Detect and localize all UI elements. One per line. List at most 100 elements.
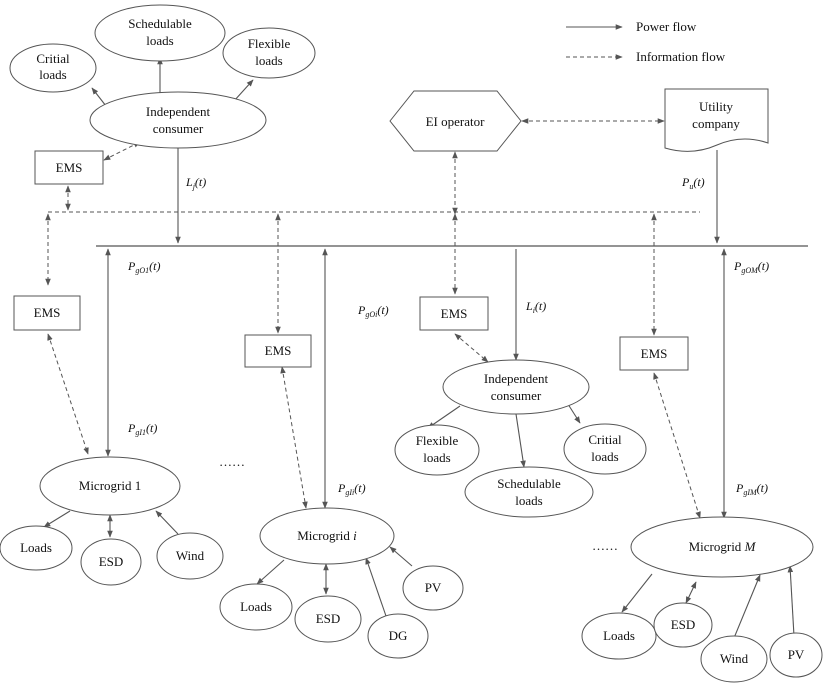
ei-operator-label: EI operator xyxy=(426,114,486,129)
microgrid-i-to-loads xyxy=(256,559,285,585)
ems-label-i: EMS xyxy=(265,343,292,358)
microgrid-m-group: EMS Microgrid M Loads ESD Wind PV xyxy=(581,336,823,683)
schedulable-loads-label-mid-1: Schedulable xyxy=(497,476,561,491)
flexible-loads-label-top-1: Flexible xyxy=(248,36,291,51)
dg-node-i xyxy=(367,613,429,659)
loads-node-i xyxy=(219,583,293,631)
ems-i-to-microgrid-i xyxy=(280,366,308,509)
middle-consumer-to-schedulable xyxy=(515,413,526,468)
dg-to-microgrid-i xyxy=(365,557,387,617)
pv-to-microgrid-i xyxy=(389,546,413,567)
ei-operator-node xyxy=(389,90,522,152)
microgrid-1-label: Microgrid 1 xyxy=(79,478,141,493)
esd-label-1: ESD xyxy=(99,554,124,569)
schedulable-loads-label-mid-2: loads xyxy=(515,493,542,508)
critical-loads-node-mid xyxy=(563,423,647,475)
loads-node-1 xyxy=(0,525,73,571)
connectors xyxy=(43,57,808,639)
critical-loads-label-top-2: loads xyxy=(39,67,66,82)
consumer-to-flexible xyxy=(233,79,254,102)
middle-consumer-to-flexible xyxy=(427,405,461,429)
pv-label-m: PV xyxy=(788,647,805,662)
loads-label-m: Loads xyxy=(603,628,635,643)
ems-1-to-microgrid-1 xyxy=(47,333,89,455)
utility-label-2: company xyxy=(692,116,740,131)
critical-loads-label-mid-1: Critial xyxy=(588,432,622,447)
dg-label-i: DG xyxy=(389,628,408,643)
microgrid-m-node xyxy=(630,516,814,578)
microgrid-m-label: Microgrid M xyxy=(689,539,757,554)
label-pgoi: PgOi(t) xyxy=(357,303,389,319)
wind-node-1 xyxy=(156,532,224,580)
ems-label-mid: EMS xyxy=(441,306,468,321)
pv-node-m xyxy=(769,632,823,678)
label-pgim: PgIM(t) xyxy=(735,481,768,497)
flow-labels: Lj(t) Pu(t) PgO1(t) PgI1(t) PgOi(t) PgIi… xyxy=(127,175,769,497)
wind-to-microgrid-m xyxy=(733,574,761,639)
flexible-loads-node-top xyxy=(222,27,316,79)
legend-power-label: Power flow xyxy=(636,19,697,34)
microgrid-i-node xyxy=(259,507,395,565)
esd-node-m xyxy=(653,602,713,648)
microgrid-1-group: EMS Microgrid 1 Loads ESD Wind xyxy=(0,295,224,586)
consumer-to-critical xyxy=(91,87,107,107)
critical-loads-node-top xyxy=(9,43,97,93)
ems-box-mid xyxy=(419,296,489,331)
label-lj: Lj(t) xyxy=(185,175,206,191)
microgrid-m-to-loads xyxy=(621,573,653,613)
label-pgii: PgIi(t) xyxy=(337,481,366,497)
microgrid-1-node xyxy=(39,456,181,516)
middle-consumer-group: EMS Independent consumer Flexible loads … xyxy=(394,296,647,518)
flexible-loads-label-top-2: loads xyxy=(255,53,282,68)
ems-box-i xyxy=(244,334,312,368)
microgrid-m-to-esd xyxy=(685,581,697,604)
ellipsis-right: …… xyxy=(592,538,618,553)
independent-consumer-label-top-1: Independent xyxy=(146,104,211,119)
loads-label-i: Loads xyxy=(240,599,272,614)
utility-company-node xyxy=(664,88,769,152)
legend: Power flow Information flow xyxy=(566,19,726,64)
label-pgom: PgOM(t) xyxy=(733,259,769,275)
ems-box-top xyxy=(34,150,104,185)
schedulable-loads-label-top-1: Schedulable xyxy=(128,16,192,31)
flexible-loads-label-mid-1: Flexible xyxy=(416,433,459,448)
esd-label-i: ESD xyxy=(316,611,341,626)
esd-node-1 xyxy=(80,538,142,586)
ems-mid-to-consumer xyxy=(454,333,489,363)
ems-m-to-microgrid-m xyxy=(653,372,701,519)
critical-loads-label-top-1: Critial xyxy=(36,51,70,66)
independent-consumer-label-mid-1: Independent xyxy=(484,371,549,386)
pv-label-i: PV xyxy=(425,580,442,595)
wind-label-m: Wind xyxy=(720,651,749,666)
schedulable-loads-label-top-2: loads xyxy=(146,33,173,48)
ems-label-1: EMS xyxy=(34,305,61,320)
critical-loads-label-mid-2: loads xyxy=(591,449,618,464)
top-consumer-group: Critial loads Schedulable loads Flexible… xyxy=(9,4,316,185)
label-pgo1: PgO1(t) xyxy=(127,259,160,275)
independent-consumer-label-mid-2: consumer xyxy=(491,388,542,403)
ems-box-m xyxy=(619,336,689,371)
microgrid-1-to-loads xyxy=(43,510,71,528)
pv-to-microgrid-m xyxy=(787,565,795,637)
esd-label-m: ESD xyxy=(671,617,696,632)
wind-to-microgrid-1 xyxy=(155,510,179,535)
ems-label-top: EMS xyxy=(56,160,83,175)
ems-label-m: EMS xyxy=(641,346,668,361)
label-pu: Pu(t) xyxy=(681,175,705,191)
wind-node-m xyxy=(700,635,768,683)
independent-consumer-node-mid xyxy=(442,359,590,415)
loads-node-m xyxy=(581,612,657,660)
legend-info-label: Information flow xyxy=(636,49,726,64)
utility-label-1: Utility xyxy=(699,99,733,114)
microgrid-i-group: EMS Microgrid i Loads ESD DG PV xyxy=(219,334,464,659)
label-pgi1: PgI1(t) xyxy=(127,421,157,437)
flexible-loads-node-mid xyxy=(394,424,480,476)
independent-consumer-label-top-2: consumer xyxy=(153,121,204,136)
operator-group: EI operator Utility company xyxy=(389,88,769,152)
wind-label-1: Wind xyxy=(176,548,205,563)
esd-node-i xyxy=(294,595,362,643)
flexible-loads-label-mid-2: loads xyxy=(423,450,450,465)
schedulable-loads-node-mid xyxy=(464,466,594,518)
microgrid-i-label: Microgrid i xyxy=(297,528,357,543)
ems-box-1 xyxy=(13,295,81,331)
